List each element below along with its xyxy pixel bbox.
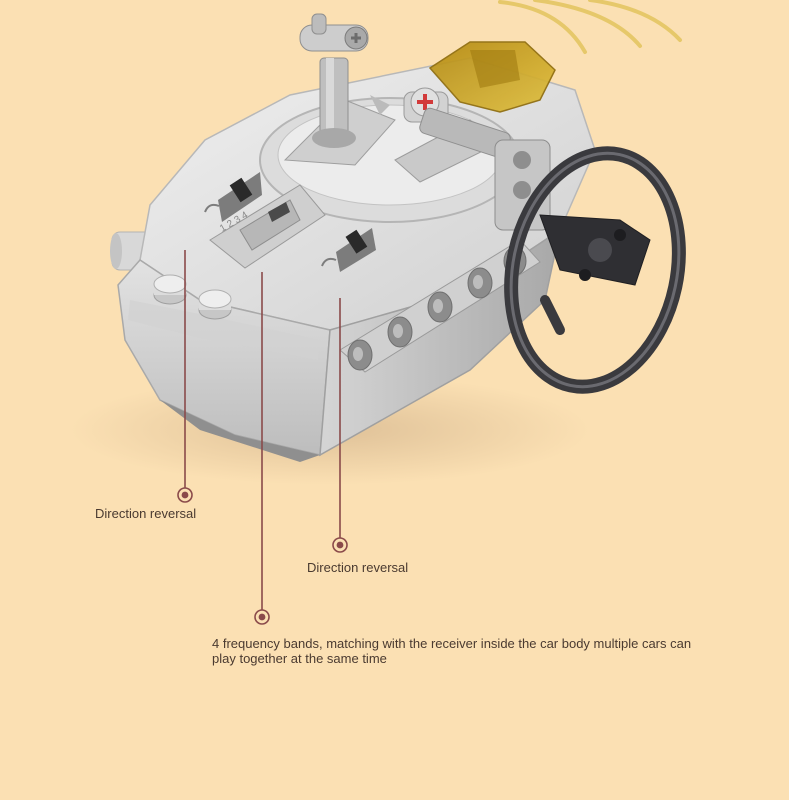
callout-label-direction-reversal-right: Direction reversal — [307, 560, 409, 575]
wireless-signal-icon — [498, 0, 682, 54]
right-direction-switch — [321, 228, 376, 272]
callout-marker-left — [177, 487, 193, 503]
steering-wheel — [504, 146, 686, 394]
left-direction-switch — [204, 172, 262, 222]
antenna-cover — [428, 41, 556, 113]
side-technic-beam — [339, 239, 541, 373]
joystick-lever — [299, 13, 369, 148]
frequency-selector: 1 2 3 4 — [209, 184, 326, 269]
callout-label-frequency-bands: 4 frequency bands, matching with the rec… — [212, 636, 692, 666]
front-studs — [153, 274, 232, 320]
callout-marker-right — [332, 537, 348, 553]
callout-marker-center — [254, 609, 270, 625]
callout-lines — [184, 250, 341, 610]
callout-label-direction-reversal-left: Direction reversal — [95, 506, 197, 521]
callout-markers — [177, 487, 348, 625]
